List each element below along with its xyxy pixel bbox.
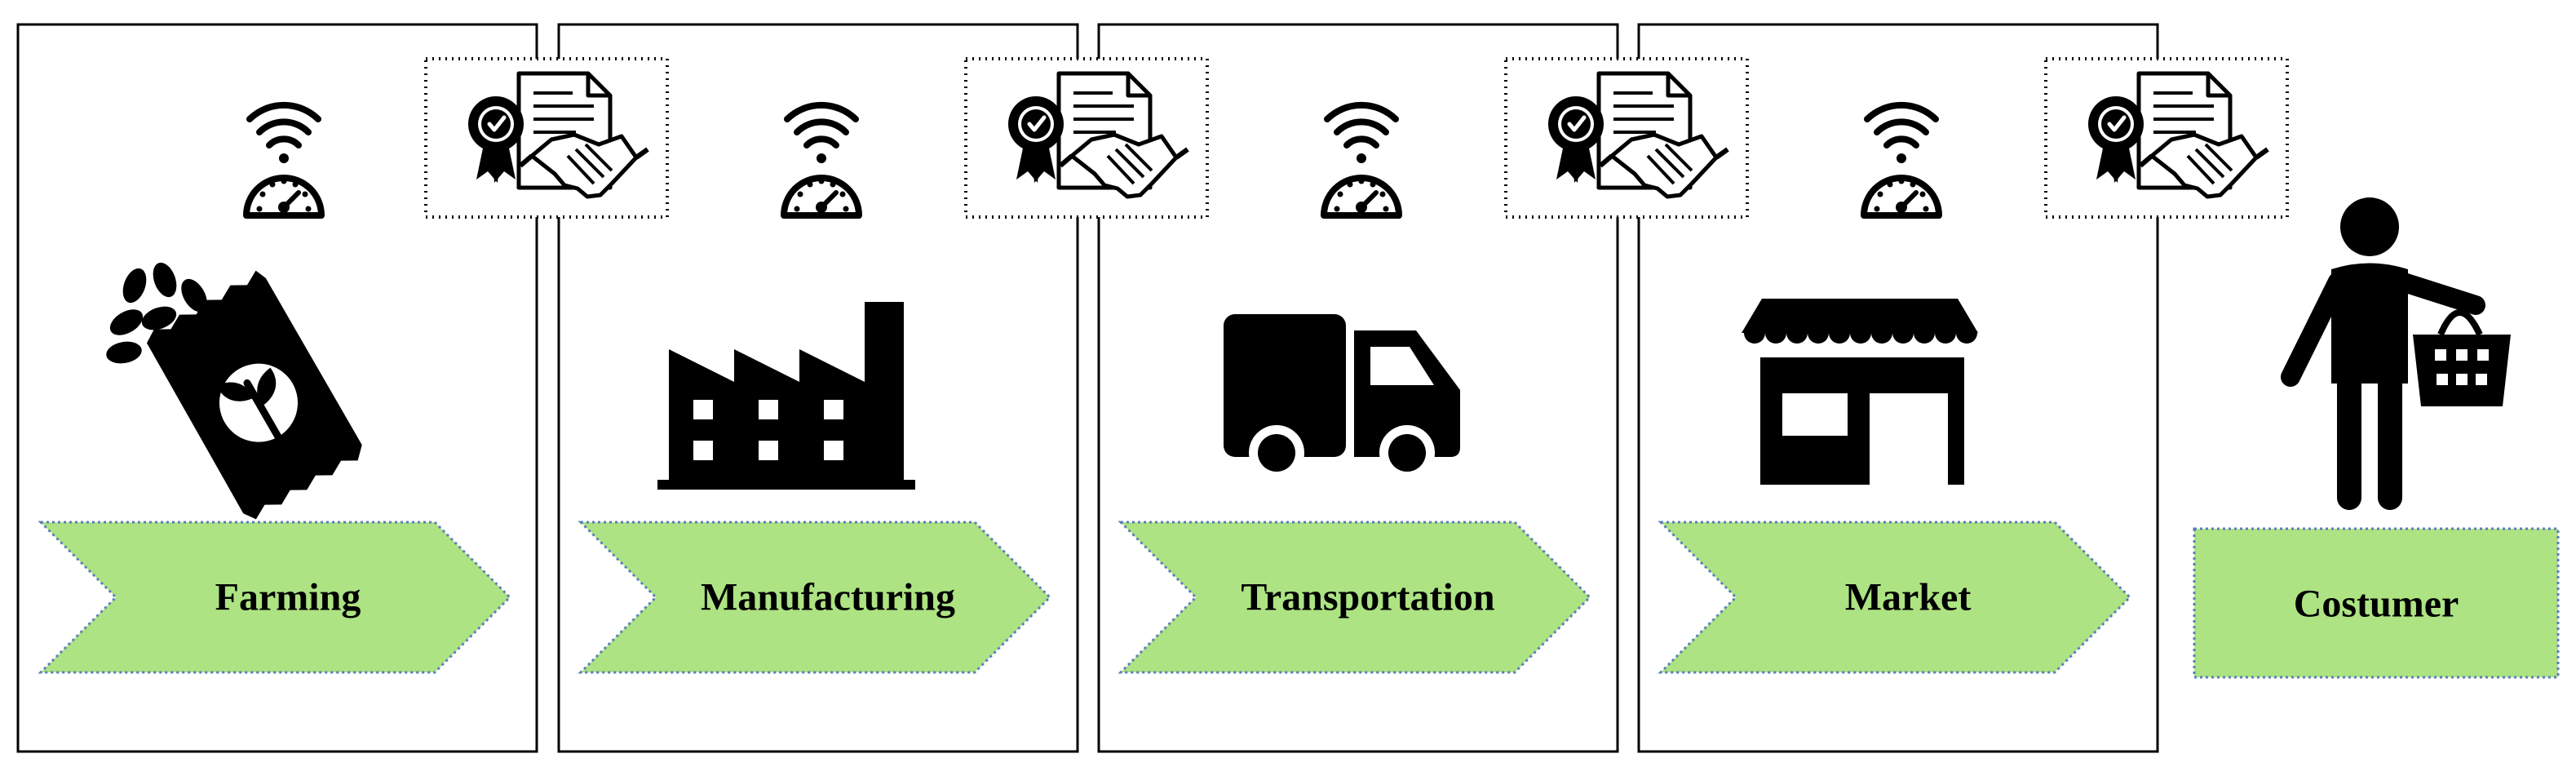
stage-box-farming	[16, 23, 538, 753]
factory-icon	[657, 302, 915, 490]
shopper-with-basket-icon	[2281, 197, 2511, 510]
stage-box-manufacturing	[557, 23, 1079, 753]
stage-label-market: Market	[1845, 576, 1972, 619]
sensor-gauge-icon	[246, 105, 321, 215]
stage-arrow-transportation	[1118, 521, 1592, 674]
stage-label-transportation: Transportation	[1241, 576, 1494, 619]
stage-label-manufacturing: Manufacturing	[701, 576, 955, 619]
seed-bag-icon	[106, 262, 362, 520]
stage-box-transportation	[1097, 23, 1619, 753]
stage-arrow-market	[1658, 521, 2132, 674]
stage-box-market	[1637, 23, 2159, 753]
customer-label: Costumer	[2294, 583, 2459, 626]
stage-label-farming: Farming	[215, 576, 361, 619]
truck-icon	[1224, 314, 1460, 481]
sensor-gauge-icon	[784, 105, 859, 215]
sensor-gauge-icon	[1864, 105, 1939, 215]
stage-arrow-manufacturing	[578, 521, 1052, 674]
customer-label-box	[2193, 527, 2560, 679]
store-icon	[1742, 299, 1978, 485]
stage-arrow-farming	[38, 521, 512, 674]
sensor-gauge-icon	[1324, 105, 1399, 215]
